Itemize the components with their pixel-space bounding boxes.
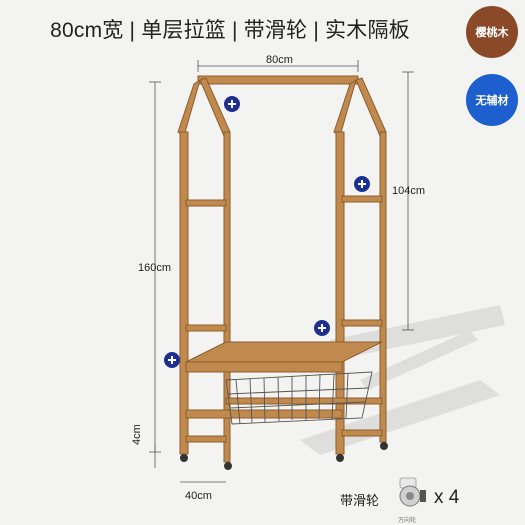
plus-icon [314,320,330,336]
material-badge: 樱桃木 [466,6,518,58]
caster-sub-label: 万向轮 [398,518,417,524]
dimension-lines [149,60,414,483]
caster-wheels [180,442,388,470]
depth-dimension: 40cm [185,490,212,502]
hanging-height-dimension: 104cm [392,185,426,197]
caster-label: 带滑轮 [340,493,380,508]
plus-icon [224,96,240,112]
caster-count: x 4 [434,487,460,508]
material-badge-label: 樱桃木 [475,27,509,39]
floor-shadow [300,305,505,455]
wire-basket [225,371,373,425]
page-title: 80cm宽 | 单层拉篮 | 带滑轮 | 实木隔板 [50,19,410,42]
plus-icon [354,176,370,192]
width-dimension: 80cm [266,54,293,66]
plus-icons [164,96,370,368]
caster-height-dimension: 4cm [131,424,143,445]
caster-icon [399,477,426,507]
plus-icon [164,352,180,368]
no-auxiliary-badge: 无辅材 [466,74,518,126]
height-dimension: 160cm [138,262,172,274]
wood-frame [177,75,387,463]
no-auxiliary-badge-label: 无辅材 [475,95,509,107]
